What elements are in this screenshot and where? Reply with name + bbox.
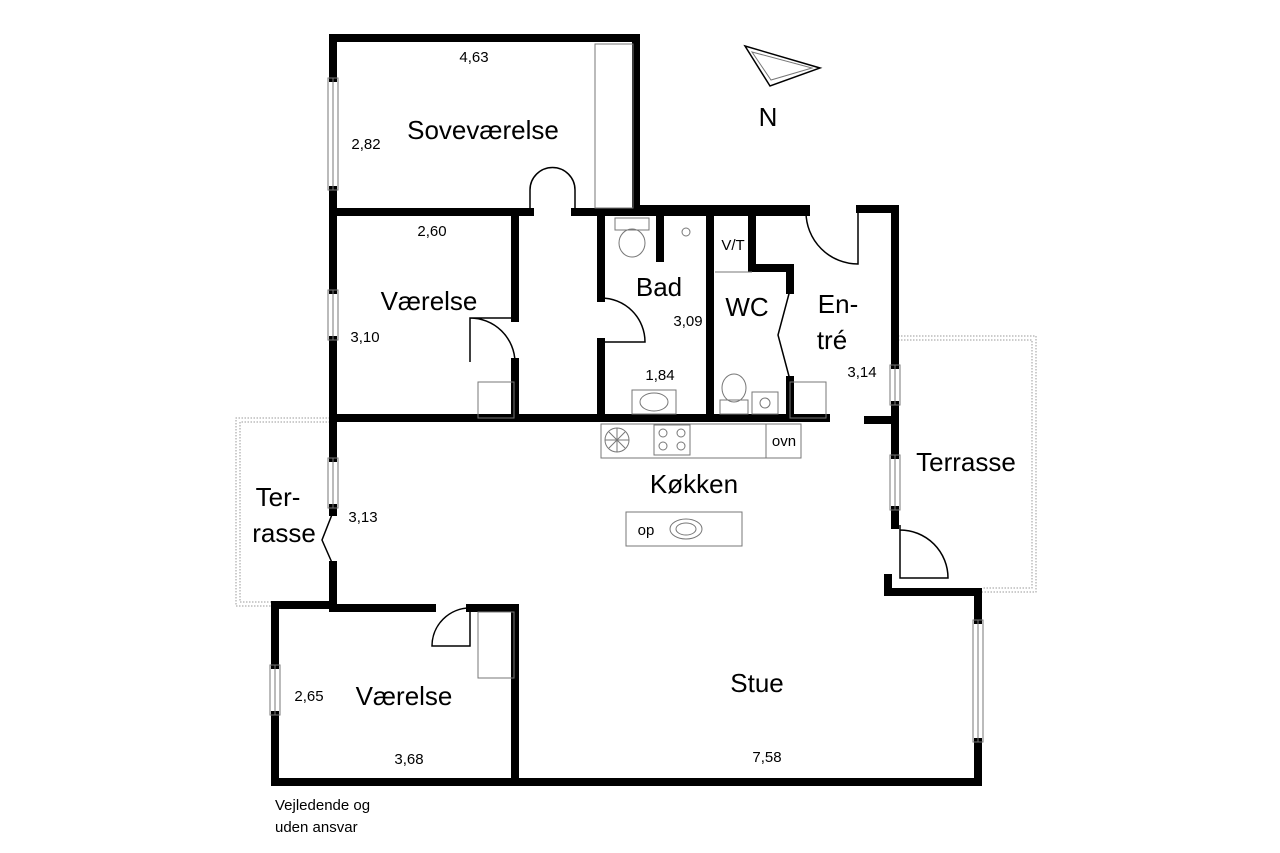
room-name-vaerelse-lower: Værelse	[356, 681, 453, 711]
room-name-terrasse-right: Terrasse	[916, 447, 1016, 477]
fixtures	[477, 217, 827, 679]
dim-vaerelse-upper-depth: 3,10	[350, 329, 379, 346]
room-name-wc: WC	[725, 292, 768, 322]
room-name-vaerelse-upper: Værelse	[381, 286, 478, 316]
disclaimer-line2: uden ansvar	[275, 819, 358, 836]
room-name-stue: Stue	[730, 668, 784, 698]
room-name-terrasse-left-line1: Ter-	[256, 482, 301, 512]
room-name-entre-line1: En-	[818, 289, 858, 319]
terrace-left-outline	[235, 417, 333, 607]
dim-sovevaerelse-depth: 2,82	[351, 136, 380, 153]
dim-vaerelse-lower-width: 3,68	[394, 751, 423, 768]
room-name-entre-line2: tré	[817, 325, 847, 355]
dim-kokken: 3,13	[348, 509, 377, 526]
disclaimer-line1: Vejledende og	[275, 797, 370, 814]
island-label: op	[638, 522, 655, 539]
room-name-vt: V/T	[721, 237, 744, 254]
oven-label: ovn	[772, 433, 796, 450]
room-name-terrasse-left-line2: rasse	[252, 518, 316, 548]
dim-vaerelse-lower-depth: 2,65	[294, 688, 323, 705]
compass-label: N	[759, 102, 778, 132]
dim-sovevaerelse-width: 4,63	[459, 49, 488, 66]
dim-entre: 3,14	[847, 364, 876, 381]
windows	[269, 77, 984, 743]
room-name-bad: Bad	[636, 272, 682, 302]
dim-vaerelse-upper-width: 2,60	[417, 223, 446, 240]
dim-bad-width: 1,84	[645, 367, 674, 384]
terrace-right-outline	[895, 335, 1037, 593]
doors	[321, 43, 949, 647]
dim-stue: 7,58	[752, 749, 781, 766]
dim-bad-depth: 3,09	[673, 313, 702, 330]
room-name-kokken: Køkken	[650, 469, 738, 499]
north-arrow-icon	[743, 44, 823, 87]
room-name-sovevaerelse: Soveværelse	[407, 115, 559, 145]
